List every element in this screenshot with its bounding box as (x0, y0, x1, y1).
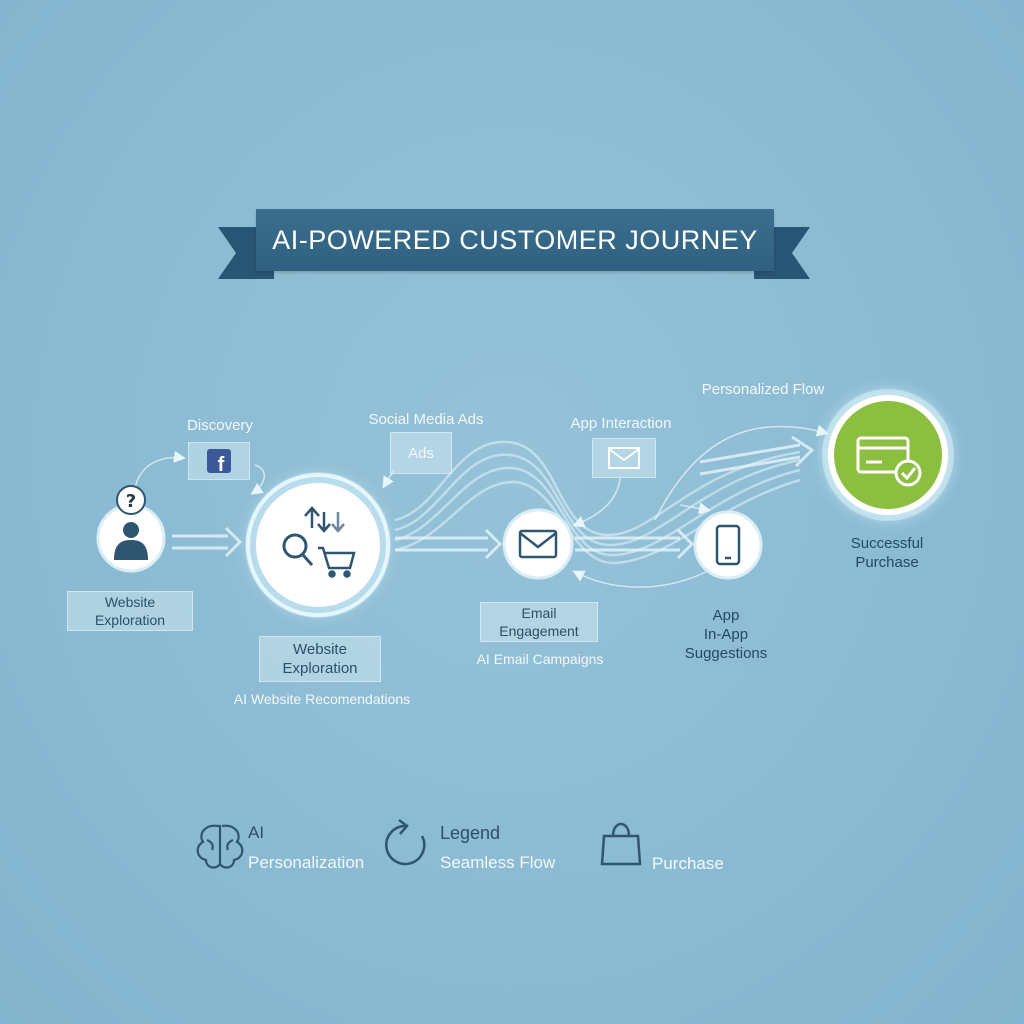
cycle-icon (385, 819, 426, 866)
check-icon (894, 459, 922, 487)
node-email (502, 508, 574, 580)
title-ribbon: AI-POWERED CUSTOMER JOURNEY (256, 209, 774, 271)
bag-icon (600, 822, 642, 866)
mail-icon (608, 447, 640, 469)
legend-seamless-flow: Legend Seamless Flow (440, 823, 556, 872)
card-website-exploration-left: Website Exploration (67, 591, 193, 631)
facebook-icon: f (207, 449, 231, 474)
credit-card-icon (856, 436, 910, 474)
node-purchase (822, 389, 954, 521)
label-discovery: Discovery (187, 417, 253, 434)
legend-ai: AI Personalization (248, 823, 365, 872)
page-title: AI-POWERED CUSTOMER JOURNEY (272, 224, 758, 255)
ads-card: Ads (390, 432, 452, 474)
label-app-suggestions: App In-App Suggestions (684, 607, 768, 662)
label-app-interaction: App Interaction (570, 415, 672, 432)
label-ai-email-campaigns: AI Email Campaigns (476, 651, 604, 667)
brain-icon (196, 824, 244, 869)
person-icon (114, 522, 148, 560)
node-user: ? (96, 485, 166, 573)
svg-text:?: ? (126, 491, 136, 512)
question-icon: ? (116, 485, 146, 515)
discovery-card: f (188, 442, 250, 480)
card-email-engagement: Email Engagement (480, 602, 598, 642)
connector-arrows (172, 435, 815, 560)
legend-purchase: Purchase (652, 854, 724, 873)
arrows-icon (304, 506, 345, 533)
label-social-media-ads: Social Media Ads (368, 411, 484, 428)
cart-icon (318, 546, 356, 578)
app-interaction-card (592, 438, 656, 478)
label-ai-website-recommendations: AI Website Recomendations (233, 691, 411, 707)
mail-icon (518, 529, 558, 559)
node-website (245, 472, 391, 618)
phone-icon (715, 524, 741, 566)
label-successful-purchase: Successful Purchase (850, 535, 924, 571)
svg-text:f: f (218, 454, 225, 474)
label-personalized-flow: Personalized Flow (701, 381, 825, 398)
node-app (693, 510, 763, 580)
card-website-exploration: Website Exploration (259, 636, 381, 682)
search-icon (282, 533, 314, 567)
